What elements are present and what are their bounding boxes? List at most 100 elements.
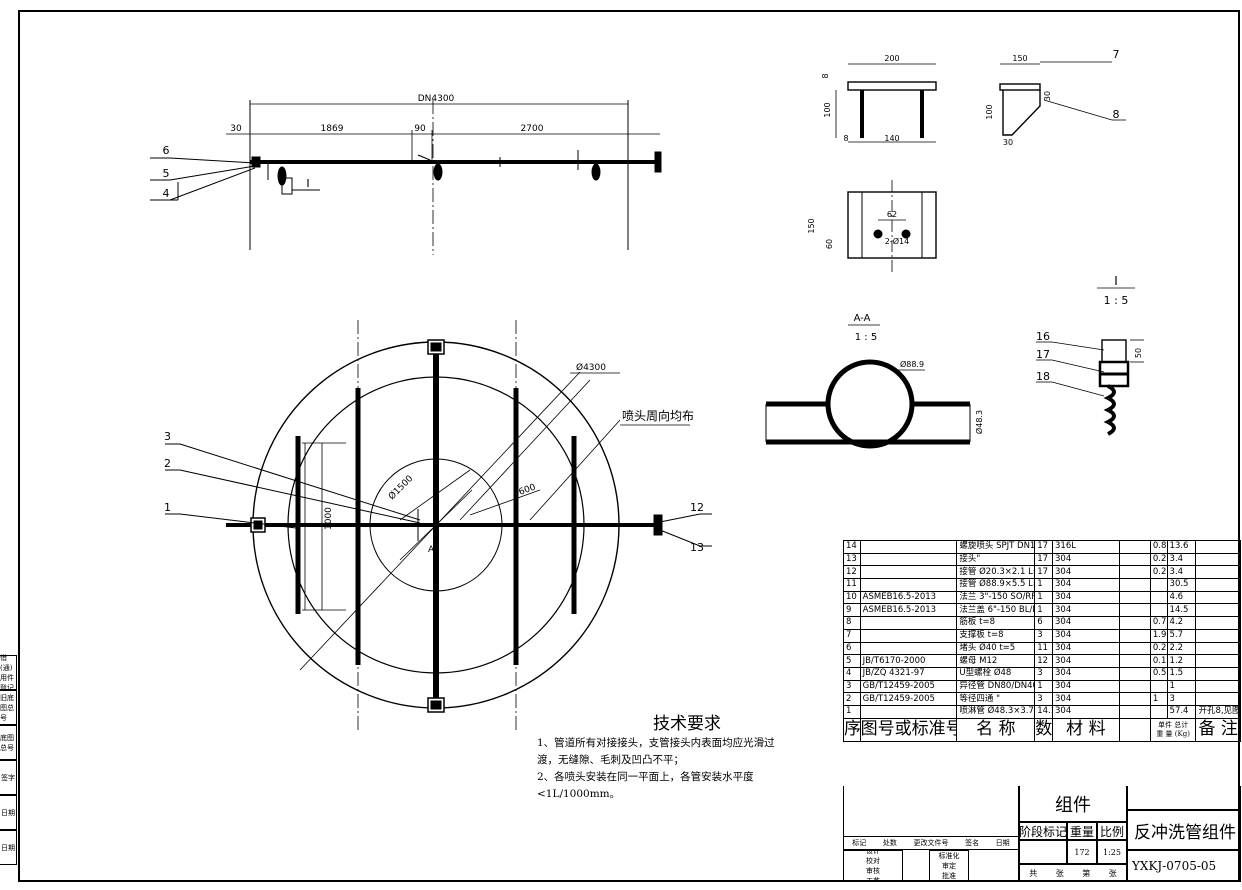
bom-cell: 法兰 3"-150 SO/RF: [956, 590, 1036, 605]
bom-cell: [1118, 603, 1151, 618]
bom-cell: 13: [843, 552, 861, 567]
bom-cell: 304: [1052, 616, 1120, 630]
dim-62: 62: [887, 210, 897, 219]
bom-cell: 304: [1052, 692, 1120, 706]
bom-cell: 11: [1034, 641, 1054, 656]
bom-cell: [1118, 692, 1151, 706]
section-aa-dia2: Ø48.3: [974, 410, 984, 434]
sheet-count: 共张第张: [1019, 864, 1127, 882]
dim-60: 60: [825, 239, 834, 249]
bom-cell: [1195, 679, 1241, 694]
bom-header: 序号 图号或标准号 名 称 数量 材 料 单件 总计重 量 (Kg) 备 注: [843, 717, 1241, 742]
tech-note-line: 渡，无缝隙、毛刺及凹凸不平；: [537, 754, 684, 766]
bom-cell: 8: [843, 616, 861, 630]
bom-cell: 304: [1052, 552, 1120, 567]
dim-100-side: 100: [985, 104, 994, 119]
bom-cell: [1195, 641, 1241, 656]
bom-cell: 304: [1052, 565, 1120, 580]
bom-h-spacer: [1118, 717, 1151, 742]
dim-150: 150: [1012, 54, 1027, 63]
strip-cell: 旧底图总号: [0, 690, 17, 725]
bom-cell: 1: [1034, 603, 1054, 618]
dim-8-top: 8: [821, 73, 830, 78]
bom-cell: [1118, 616, 1151, 630]
bom-cell: [1118, 654, 1151, 668]
bom-cell: [1118, 628, 1151, 643]
bom-cell: JB/T6170-2000: [859, 654, 958, 668]
bom-cell: 304: [1052, 679, 1120, 694]
label-i: I: [306, 177, 309, 190]
title-block: 标记处数更改文件号签名日期 设计校对审核工艺 标准化审定批准 组件 阶段标记 重…: [843, 786, 1241, 882]
bom-cell: 14.5: [1166, 603, 1197, 618]
bom-cell: 13.6: [1166, 540, 1197, 554]
bom-cell: 堵头 Ø40 t=5: [956, 641, 1036, 656]
bom-cell: [1118, 704, 1151, 719]
label-6: 6: [163, 144, 170, 157]
bom-cell: [859, 616, 958, 630]
bom-cell: 3: [843, 679, 861, 694]
bom-h-remark: 备 注: [1195, 717, 1241, 742]
bom-cell: [1118, 590, 1151, 605]
bom-cell: 1: [1166, 679, 1197, 694]
bom-cell: GB/T12459-2005: [859, 679, 958, 694]
section-aa-dia: Ø88.9: [900, 359, 924, 369]
bom-cell: 10: [843, 590, 861, 605]
strip-cell: 借(通)用件登记: [0, 654, 17, 692]
bom-cell: 开孔8,见图示: [1195, 704, 1241, 719]
drawing-frame: [18, 10, 1240, 882]
bom-cell: U型螺栓 Ø48: [956, 666, 1036, 681]
bom-h-qty: 数量: [1034, 717, 1054, 742]
bom-cell: [859, 628, 958, 643]
strip-cell: 签字: [0, 760, 17, 795]
dim-b: 1869: [321, 124, 344, 134]
bom-cell: 12: [1034, 654, 1054, 668]
label-1: 1: [164, 501, 171, 514]
bom-cell: 4.2: [1166, 616, 1197, 630]
bom-cell: JB/ZQ 4321-97: [859, 666, 958, 681]
bom-cell: 17: [1034, 552, 1054, 567]
bom-cell: [1118, 540, 1151, 554]
bom-h-weight: 单件 总计重 量 (Kg): [1149, 717, 1197, 742]
tech-note-line: 1、管道所有对接接头，支管接头内表面均应光滑过: [537, 737, 775, 749]
bom-cell: 喷淋管 Ø48.3×3.7: [956, 704, 1036, 719]
bom-cell: 接头": [956, 552, 1036, 567]
bom-cell: [859, 552, 958, 567]
bom-cell: [1149, 578, 1168, 592]
bom-cell: 1: [1034, 679, 1054, 694]
bom-cell: 304: [1052, 641, 1120, 656]
bom-cell: 6: [843, 641, 861, 656]
bom-cell: 等径四通 ": [956, 692, 1036, 706]
bom-cell: [1118, 641, 1151, 656]
dim-100: 100: [823, 102, 832, 117]
bom-cell: [859, 704, 958, 719]
org-area: [1127, 786, 1241, 810]
dim-a: 30: [230, 124, 242, 134]
bom-cell: [1149, 679, 1168, 694]
bom-cell: 2.2: [1166, 641, 1197, 656]
bom-cell: 304: [1052, 654, 1120, 668]
dim-30-side: 30: [1043, 91, 1052, 101]
drawing-number: YXKJ-0705-05: [1127, 850, 1241, 882]
weight-label: 重量: [1067, 822, 1097, 840]
section-mark: A: [428, 545, 435, 555]
label-5: 5: [163, 167, 170, 180]
bom-cell: 3: [1034, 666, 1054, 681]
bom-cell: 0.5: [1149, 666, 1168, 681]
bom-cell: 异径管 DN80/DN40: [956, 679, 1036, 694]
bom-cell: [859, 641, 958, 656]
detail-i-labels: I 1 : 5 50 16 17 18: [1036, 274, 1143, 383]
detail-i-title: I: [1114, 274, 1118, 288]
bom-cell: 3: [1034, 628, 1054, 643]
plan-view: [165, 320, 712, 730]
stage-value: [1019, 840, 1067, 864]
bom-cell: 5.7: [1166, 628, 1197, 643]
bom-cell: 1: [1149, 692, 1168, 706]
bom-cell: 14: [843, 540, 861, 554]
